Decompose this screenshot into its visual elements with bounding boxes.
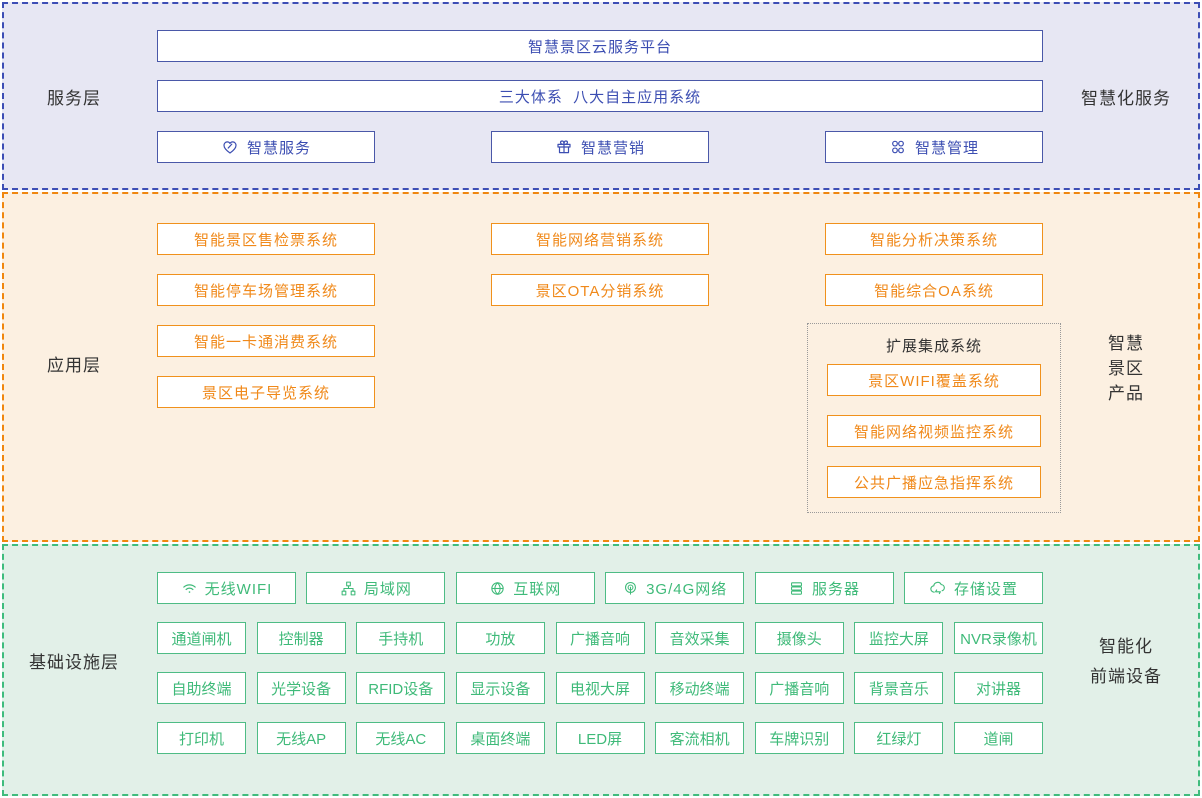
service-layer-section: 服务层 智慧化服务 智慧景区云服务平台 三大体系 八大自主应用系统 智慧服务 xyxy=(2,2,1200,190)
system-box: 智能网络视频监控系统 xyxy=(827,415,1041,447)
systems-banner: 三大体系 八大自主应用系统 xyxy=(157,80,1043,112)
network-box: 无线WIFI xyxy=(157,572,296,604)
smart-scenic-products-line: 产品 xyxy=(1108,384,1144,403)
device-box: 显示设备 xyxy=(455,672,545,704)
system-box: 景区WIFI覆盖系统 xyxy=(827,364,1041,396)
system-box: 智能分析决策系统 xyxy=(825,223,1043,255)
smart-marketing-label: 智慧营销 xyxy=(580,139,645,157)
device-box: 红绿灯 xyxy=(854,722,944,754)
smart-management-box: 智慧管理 xyxy=(825,131,1043,163)
infrastructure-layer-section: 基础设施层 智能化 前端设备 无线WIFI 局域网 xyxy=(2,544,1200,796)
device-box: 车牌识别 xyxy=(754,722,844,754)
frontend-devices-line: 前端设备 xyxy=(1090,667,1162,686)
device-box: 客流相机 xyxy=(655,722,745,754)
network-box: 局域网 xyxy=(306,572,446,604)
application-layer-section: 应用层 智慧 景区 产品 智能景区售检票系统 智能停车场管理系统 智能一卡通消费… xyxy=(2,192,1200,542)
signal-icon xyxy=(622,580,639,597)
device-box: 光学设备 xyxy=(256,672,346,704)
heart-icon xyxy=(221,138,239,156)
service-items-row: 智慧服务 智慧营销 智慧管理 xyxy=(157,131,1043,163)
four-circles-icon xyxy=(889,138,907,156)
device-box: 音效采集 xyxy=(655,622,745,654)
extension-group-title: 扩展集成系统 xyxy=(885,338,982,355)
globe-icon xyxy=(489,580,506,597)
system-box: 智能综合OA系统 xyxy=(825,274,1043,306)
device-box: 功放 xyxy=(455,622,545,654)
smart-scenic-products-label: 智慧 景区 产品 xyxy=(1046,331,1202,406)
device-row: 自助终端 光学设备 RFID设备 显示设备 电视大屏 移动终端 广播音响 背景音… xyxy=(157,672,1043,704)
device-box: 监控大屏 xyxy=(854,622,944,654)
network-box-label: 存储设置 xyxy=(953,580,1018,598)
system-box: 智能景区售检票系统 xyxy=(157,223,375,255)
device-row: 打印机 无线AP 无线AC 桌面终端 LED屏 客流相机 车牌识别 红绿灯 道闸 xyxy=(157,722,1043,754)
network-box-label: 3G/4G网络 xyxy=(646,580,728,598)
device-box: LED屏 xyxy=(555,722,645,754)
network-box-label: 无线WIFI xyxy=(204,580,273,598)
network-box: 3G/4G网络 xyxy=(605,572,745,604)
server-icon xyxy=(788,580,805,597)
lan-icon xyxy=(340,580,357,597)
network-box: 存储设置 xyxy=(903,572,1043,604)
smart-service-box: 智慧服务 xyxy=(157,131,375,163)
network-box: 互联网 xyxy=(455,572,595,604)
device-box: 控制器 xyxy=(256,622,346,654)
smart-scenic-products-line: 智慧 xyxy=(1108,334,1144,353)
device-box: 自助终端 xyxy=(157,672,246,704)
device-box: 移动终端 xyxy=(655,672,745,704)
network-box-label: 局域网 xyxy=(363,580,412,598)
system-box: 智能网络营销系统 xyxy=(491,223,709,255)
smart-marketing-box: 智慧营销 xyxy=(491,131,709,163)
frontend-devices-line: 智能化 xyxy=(1099,637,1153,656)
smart-services-right-label: 智慧化服务 xyxy=(1081,89,1171,108)
frontend-devices-label: 智能化 前端设备 xyxy=(1046,632,1202,692)
system-box: 智能一卡通消费系统 xyxy=(157,325,375,357)
device-box: 道闸 xyxy=(954,722,1043,754)
system-box: 智能停车场管理系统 xyxy=(157,274,375,306)
device-row: 通道闸机 控制器 手持机 功放 广播音响 音效采集 摄像头 监控大屏 NVR录像… xyxy=(157,622,1043,654)
device-box: 背景音乐 xyxy=(854,672,944,704)
device-box: 手持机 xyxy=(356,622,446,654)
cloud-sync-icon xyxy=(929,579,947,597)
network-box-label: 互联网 xyxy=(513,580,562,598)
device-box: 广播音响 xyxy=(555,622,645,654)
device-box: 对讲器 xyxy=(954,672,1043,704)
smart-scenic-products-line: 景区 xyxy=(1108,359,1144,378)
smart-management-label: 智慧管理 xyxy=(914,139,979,157)
device-box: 电视大屏 xyxy=(555,672,645,704)
device-box: 广播音响 xyxy=(754,672,844,704)
cloud-platform-banner: 智慧景区云服务平台 xyxy=(157,30,1043,62)
system-box: 公共广播应急指挥系统 xyxy=(827,466,1041,498)
service-layer-label: 服务层 xyxy=(47,89,101,108)
network-row: 无线WIFI 局域网 互联网 xyxy=(157,572,1043,604)
network-box-label: 服务器 xyxy=(812,580,861,598)
gift-icon xyxy=(555,138,573,156)
infrastructure-layer-label: 基础设施层 xyxy=(29,653,119,672)
system-box: 景区OTA分销系统 xyxy=(491,274,709,306)
wifi-icon xyxy=(181,580,198,597)
device-box: RFID设备 xyxy=(356,672,446,704)
network-box: 服务器 xyxy=(754,572,894,604)
device-box: 桌面终端 xyxy=(455,722,545,754)
device-box: 无线AC xyxy=(356,722,446,754)
device-box: NVR录像机 xyxy=(954,622,1043,654)
application-layer-label: 应用层 xyxy=(47,356,101,375)
system-box: 景区电子导览系统 xyxy=(157,376,375,408)
device-box: 无线AP xyxy=(256,722,346,754)
device-box: 摄像头 xyxy=(754,622,844,654)
extension-systems-group: 扩展集成系统 景区WIFI覆盖系统 智能网络视频监控系统 公共广播应急指挥系统 xyxy=(807,323,1061,513)
smart-service-label: 智慧服务 xyxy=(246,139,311,157)
device-box: 打印机 xyxy=(157,722,246,754)
device-box: 通道闸机 xyxy=(157,622,246,654)
